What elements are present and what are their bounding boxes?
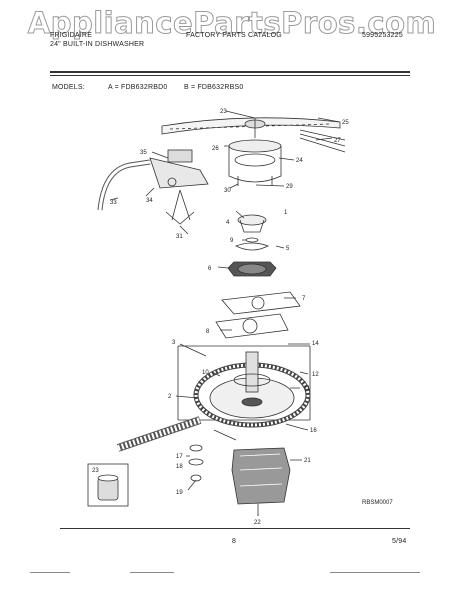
callout-16: 16 (310, 428, 317, 434)
models-label: MODELS: (52, 84, 85, 91)
impeller-seal-stack (227, 214, 277, 277)
callout-22: 22 (254, 520, 261, 526)
gasket-plates (215, 291, 301, 339)
pump-motor (231, 447, 291, 516)
callout-24: 24 (296, 158, 303, 164)
callout-1: 1 (284, 210, 288, 216)
callout-3: 3 (172, 340, 176, 346)
header-rule (50, 71, 410, 73)
header-rule-thin (50, 75, 410, 76)
callout-9: 9 (230, 238, 234, 244)
callout-29b: 29 (286, 184, 293, 190)
callout-29: 23 (220, 109, 227, 115)
inlet-hose-clamps (116, 416, 301, 482)
scan-mark-left (30, 572, 70, 573)
callout-10: 10 (202, 370, 209, 376)
callout-17: 17 (176, 454, 183, 460)
footer-date: 5/94 (392, 538, 407, 545)
callout-35: 35 (140, 150, 147, 156)
callout-2: 2 (168, 394, 172, 400)
model-b: B = FDB632RBS0 (184, 84, 244, 91)
callout-23: 23 (92, 468, 99, 474)
callout-30: 30 (224, 188, 231, 194)
callout-27: 27 (334, 138, 341, 144)
callout-31: 31 (176, 234, 183, 240)
part-23-box (87, 463, 129, 507)
callout-25: 25 (342, 120, 349, 126)
footer-rule (60, 528, 410, 529)
callout-5: 5 (286, 246, 290, 252)
pump-body-heater (177, 345, 311, 428)
model-a: A = FDB632RBD0 (108, 84, 168, 91)
callout-21: 21 (304, 458, 311, 464)
header-code: 5995253225 (362, 32, 403, 39)
callout-33: 33 (110, 200, 117, 206)
figure-code: RBSM0007 (362, 500, 393, 506)
callout-11: 11 (304, 386, 311, 392)
drain-solenoid-assembly (97, 149, 209, 225)
callout-26: 26 (212, 146, 219, 152)
scan-mark-mid (130, 572, 174, 573)
header-catalog: FACTORY PARTS CATALOG (186, 32, 282, 39)
callout-6: 6 (208, 266, 212, 272)
callout-4: 4 (226, 220, 230, 226)
callout-7: 7 (302, 296, 306, 302)
scan-mark-right (330, 572, 420, 573)
callout-19: 19 (176, 490, 183, 496)
callout-14: 14 (312, 341, 319, 347)
watermark: AppliancePartsPros.com (27, 6, 437, 41)
callout-12: 12 (312, 372, 319, 378)
motor-top-assembly (228, 118, 282, 186)
header-brand: FRIGIDAIRE (50, 32, 93, 39)
callout-18: 18 (176, 464, 183, 470)
callout-34: 34 (146, 198, 153, 204)
footer-page-number: 8 (232, 538, 237, 545)
header-product: 24" BUILT-IN DISHWASHER (50, 41, 145, 48)
callout-8: 8 (206, 329, 210, 335)
